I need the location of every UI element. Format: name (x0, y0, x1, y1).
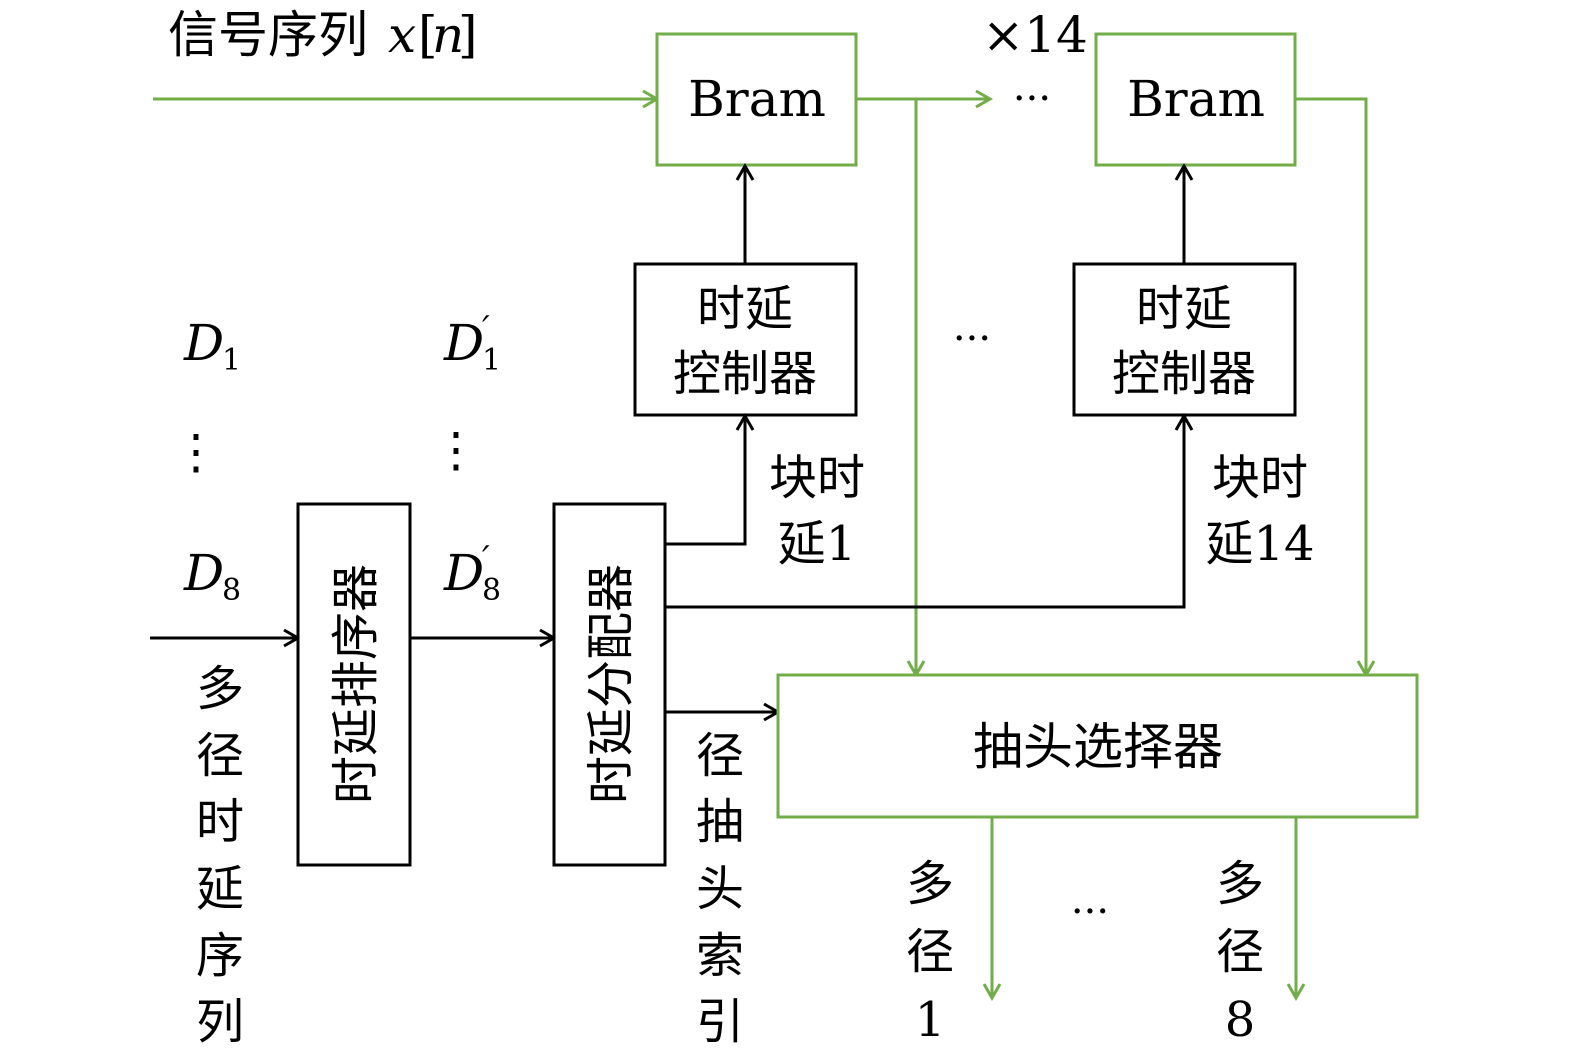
signal-input-label-cjk: 信号序列 (168, 6, 368, 64)
allocator-to-controller-14-arrow (665, 412, 1194, 609)
svg-text:8: 8 (1225, 992, 1256, 1048)
output-multipath-8-label: 多 径 8 (1216, 856, 1264, 1048)
svg-text:时: 时 (196, 794, 244, 850)
allocator-to-controller-1-arrow (665, 412, 755, 546)
delay-controller-1-line1: 时延 (697, 281, 793, 337)
svg-text:引: 引 (696, 994, 744, 1050)
delay-allocator-box (552, 502, 667, 867)
delay-allocator[interactable]: 时延分配器 (552, 502, 667, 867)
delay-controller-1-line2: 控制器 (673, 346, 817, 402)
block-delay-14-label: 块时 延14 (1205, 450, 1314, 572)
tap-selector[interactable]: 抽头选择器 (776, 673, 1419, 819)
output-multipath-1-label: 多 径 1 (906, 856, 954, 1048)
svg-text:D: D (183, 544, 224, 602)
delay-input-d8: D 8 (183, 544, 241, 608)
delay-controller-1[interactable]: 时延 控制器 (633, 262, 858, 417)
tap-selector-label: 抽头选择器 (973, 718, 1223, 776)
delay-controller-14-box (1072, 262, 1297, 417)
delay-sorter[interactable]: 时延排序器 (296, 502, 412, 867)
svg-text:列: 列 (196, 994, 244, 1050)
signal-input-bracket-close: ] (458, 6, 478, 64)
svg-text:′: ′ (482, 309, 490, 349)
bram-block-14-label: Bram (1127, 70, 1265, 128)
svg-text:延1: 延1 (778, 516, 857, 572)
svg-text:多: 多 (1216, 856, 1264, 912)
bram-block-1-label: Bram (688, 70, 826, 128)
bram-chain-ellipsis: ··· (1013, 76, 1051, 122)
svg-text:索: 索 (696, 928, 744, 984)
bram-block-14[interactable]: Bram (1094, 32, 1297, 167)
svg-text:块时: 块时 (1212, 450, 1308, 506)
svg-text:8: 8 (482, 573, 501, 608)
svg-text:径: 径 (1216, 924, 1264, 980)
delay-allocator-label: 时延分配器 (583, 564, 639, 804)
delay-input-d1: D 1 (183, 314, 241, 378)
delay-input-vdots: ⋮ (172, 424, 220, 480)
delay-controller-14-line2: 控制器 (1112, 346, 1256, 402)
svg-text:多: 多 (196, 661, 244, 717)
delay-output-dprime8: D ′ 8 (443, 539, 501, 608)
signal-input-math-n: n (432, 6, 464, 64)
svg-text:延14: 延14 (1205, 516, 1314, 572)
signal-input-bracket-open: [ (418, 6, 438, 64)
svg-text:8: 8 (222, 573, 241, 608)
bram-block-1[interactable]: Bram (655, 32, 858, 167)
svg-text:D: D (443, 544, 484, 602)
svg-text:D: D (443, 314, 484, 372)
bram-repeat-label: ×14 (982, 6, 1088, 64)
svg-text:1: 1 (482, 343, 501, 378)
svg-text:′: ′ (482, 539, 490, 579)
delay-output-vdots: ⋮ (432, 422, 480, 478)
svg-text:径: 径 (196, 728, 244, 784)
signal-input-label: 信号序列 x [ n ] (168, 6, 478, 64)
delay-controller-14[interactable]: 时延 控制器 (1072, 262, 1297, 417)
controllers-ellipsis: ··· (953, 316, 991, 362)
delay-sorter-box (296, 502, 412, 867)
bram-14-tap-arrow (1295, 97, 1376, 679)
delay-controller-14-line1: 时延 (1136, 281, 1232, 337)
svg-text:序: 序 (196, 928, 244, 984)
delay-sorter-label: 时延排序器 (328, 564, 384, 804)
bram-block-14-box (1094, 32, 1297, 167)
svg-text:1: 1 (915, 992, 946, 1048)
svg-text:径: 径 (906, 924, 954, 980)
svg-text:块时: 块时 (769, 450, 865, 506)
svg-text:抽: 抽 (696, 794, 744, 850)
block-delay-1-label: 块时 延1 (769, 450, 865, 572)
svg-text:径: 径 (696, 728, 744, 784)
svg-text:1: 1 (222, 343, 241, 378)
tap-index-label: 径 抽 头 索 引 (696, 728, 744, 1050)
bram-block-1-box (655, 32, 858, 167)
svg-text:D: D (183, 314, 224, 372)
outputs-ellipsis: ··· (1071, 889, 1109, 935)
signal-input-math-x: x (388, 6, 416, 64)
svg-text:延: 延 (196, 861, 244, 917)
multipath-delay-sequence-label: 多 径 时 延 序 列 (196, 661, 244, 1050)
delay-output-dprime1: D ′ 1 (443, 309, 501, 378)
svg-text:多: 多 (906, 856, 954, 912)
svg-text:头: 头 (696, 861, 744, 917)
tap-selector-box (776, 673, 1419, 819)
